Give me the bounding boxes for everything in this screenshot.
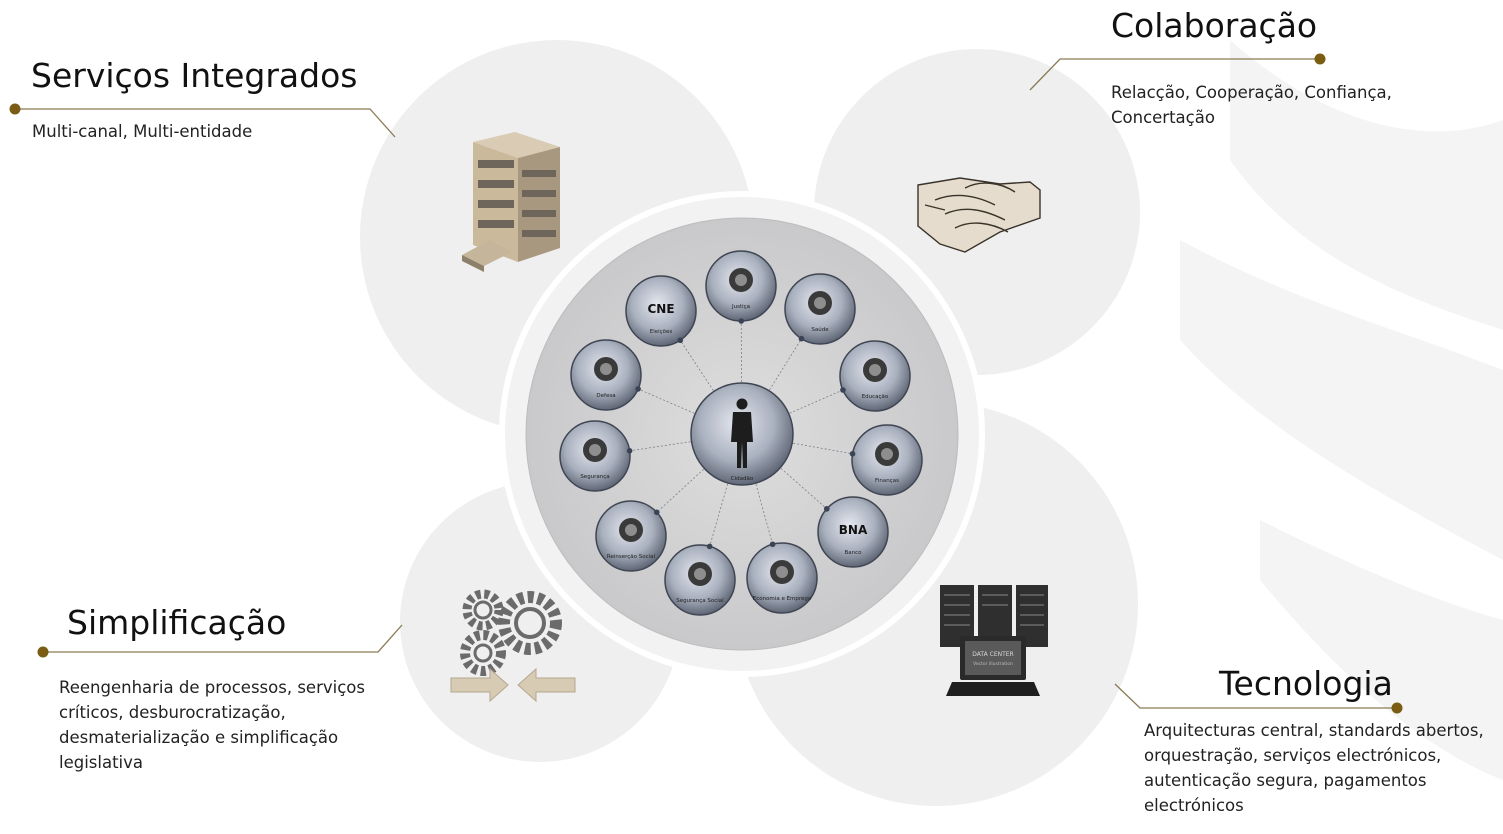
node-connector-dot xyxy=(840,387,846,393)
entity-label-banco: Banco xyxy=(844,550,862,556)
node-connector-dot xyxy=(823,506,830,512)
entity-label-defesa: Defesa xyxy=(596,393,615,399)
workers-group-icon xyxy=(770,560,794,584)
node-connector-dot xyxy=(635,386,641,392)
gears-arrows-icon xyxy=(450,589,576,703)
technology-callout-dot xyxy=(1391,702,1403,714)
callout-dots xyxy=(9,53,1403,714)
office-building-icon xyxy=(462,132,560,272)
defense-emblem-icon xyxy=(594,357,618,381)
integrated-callout-line xyxy=(15,108,396,138)
bna-emblem-icon: BNA xyxy=(839,523,868,537)
people-group-icon xyxy=(619,518,643,542)
caduceus-icon xyxy=(808,291,832,315)
background-watermark xyxy=(1180,40,1503,780)
entity-label-reinsercao-social: Reinserção Social xyxy=(607,554,656,560)
simplification-description: Reengenharia de processos, serviços crít… xyxy=(59,678,365,772)
node-connector-dot xyxy=(798,335,805,342)
justice-scales-icon xyxy=(729,268,753,292)
entity-label-seguranca: Segurança xyxy=(580,474,609,480)
social-security-emblem-icon xyxy=(688,562,712,586)
entity-label-financas: Finanças xyxy=(875,478,899,484)
integrated-callout-dot xyxy=(9,103,21,115)
cne-logo-icon: CNE xyxy=(647,302,674,316)
center-node-citizen[interactable]: Cidadão xyxy=(690,382,794,486)
technology-description: Arquitecturas central, standards abertos… xyxy=(1144,721,1484,815)
simplification-title: Simplificação xyxy=(67,603,287,642)
entity-label-justica: Justiça xyxy=(731,304,750,310)
simplification-callout-dot xyxy=(37,646,49,658)
node-connector-dot xyxy=(706,543,713,550)
collaboration-description: Relacção, Cooperação, Confiança, Concert… xyxy=(1111,83,1392,127)
data-center-laptop-icon: DATA CENTER Vector illustration xyxy=(940,585,1048,696)
node-connector-dot xyxy=(626,448,633,454)
entity-label-eleicoes: Eleições xyxy=(650,329,673,335)
entity-node-reinsercao-social[interactable]: Reinserção Social xyxy=(595,500,667,572)
handshake-icon xyxy=(917,177,1041,253)
laptop-screen-subtitle: Vector illustration xyxy=(973,661,1013,667)
citizen-icon xyxy=(731,398,753,468)
entity-node-circle xyxy=(817,496,889,568)
node-connector-dot xyxy=(738,318,745,324)
entity-node-financas[interactable]: Finanças xyxy=(849,424,923,496)
police-badge-icon xyxy=(583,438,607,462)
entity-label-saude: Saúde xyxy=(811,326,829,333)
entity-label-seguranca-social: Segurança Social xyxy=(676,598,724,604)
entity-node-circle xyxy=(625,275,697,347)
entity-label-economia-e-emprego: Economia e Emprego xyxy=(753,596,812,602)
entity-node-economia-e-emprego[interactable]: Economia e Emprego xyxy=(746,541,818,614)
entity-node-banco[interactable]: BNA Banco xyxy=(817,496,889,568)
callout-lines xyxy=(15,58,1397,709)
svg-text:BNA: BNA xyxy=(839,523,868,537)
entity-label-educacao: Educação xyxy=(862,394,889,400)
technology-callout-line xyxy=(1114,683,1397,709)
graduation-cap-icon xyxy=(863,358,887,382)
svg-text:CNE: CNE xyxy=(647,302,674,316)
collaboration-title: Colaboração xyxy=(1111,6,1318,45)
node-connector-dot xyxy=(769,541,776,548)
simplification-callout-line xyxy=(43,624,403,653)
technology-title: Tecnologia xyxy=(1219,664,1393,703)
collaboration-callout-dot xyxy=(1314,53,1326,65)
finance-emblem-icon xyxy=(875,442,899,466)
integrated-title: Serviços Integrados xyxy=(31,56,358,95)
node-connector-dot xyxy=(849,451,856,457)
integrated-description: Multi-canal, Multi-entidade xyxy=(32,122,253,141)
collaboration-callout-line xyxy=(1029,58,1320,91)
node-connector-dot xyxy=(653,509,660,516)
entity-node-educacao[interactable]: Educação xyxy=(839,340,911,412)
entity-node-seguranca[interactable]: Segurança xyxy=(559,420,633,492)
entity-node-seguranca-social[interactable]: Segurança Social xyxy=(664,543,736,616)
entity-node-saude[interactable]: Saúde xyxy=(784,273,856,345)
entity-node-justica[interactable]: Justiça xyxy=(705,250,777,324)
center-node-label: Cidadão xyxy=(731,476,754,482)
laptop-screen-title: DATA CENTER xyxy=(972,651,1013,658)
entity-node-defesa[interactable]: Defesa xyxy=(570,339,642,411)
node-connector-dot xyxy=(677,337,684,344)
entity-node-eleicoes[interactable]: CNE Eleições xyxy=(625,275,697,347)
